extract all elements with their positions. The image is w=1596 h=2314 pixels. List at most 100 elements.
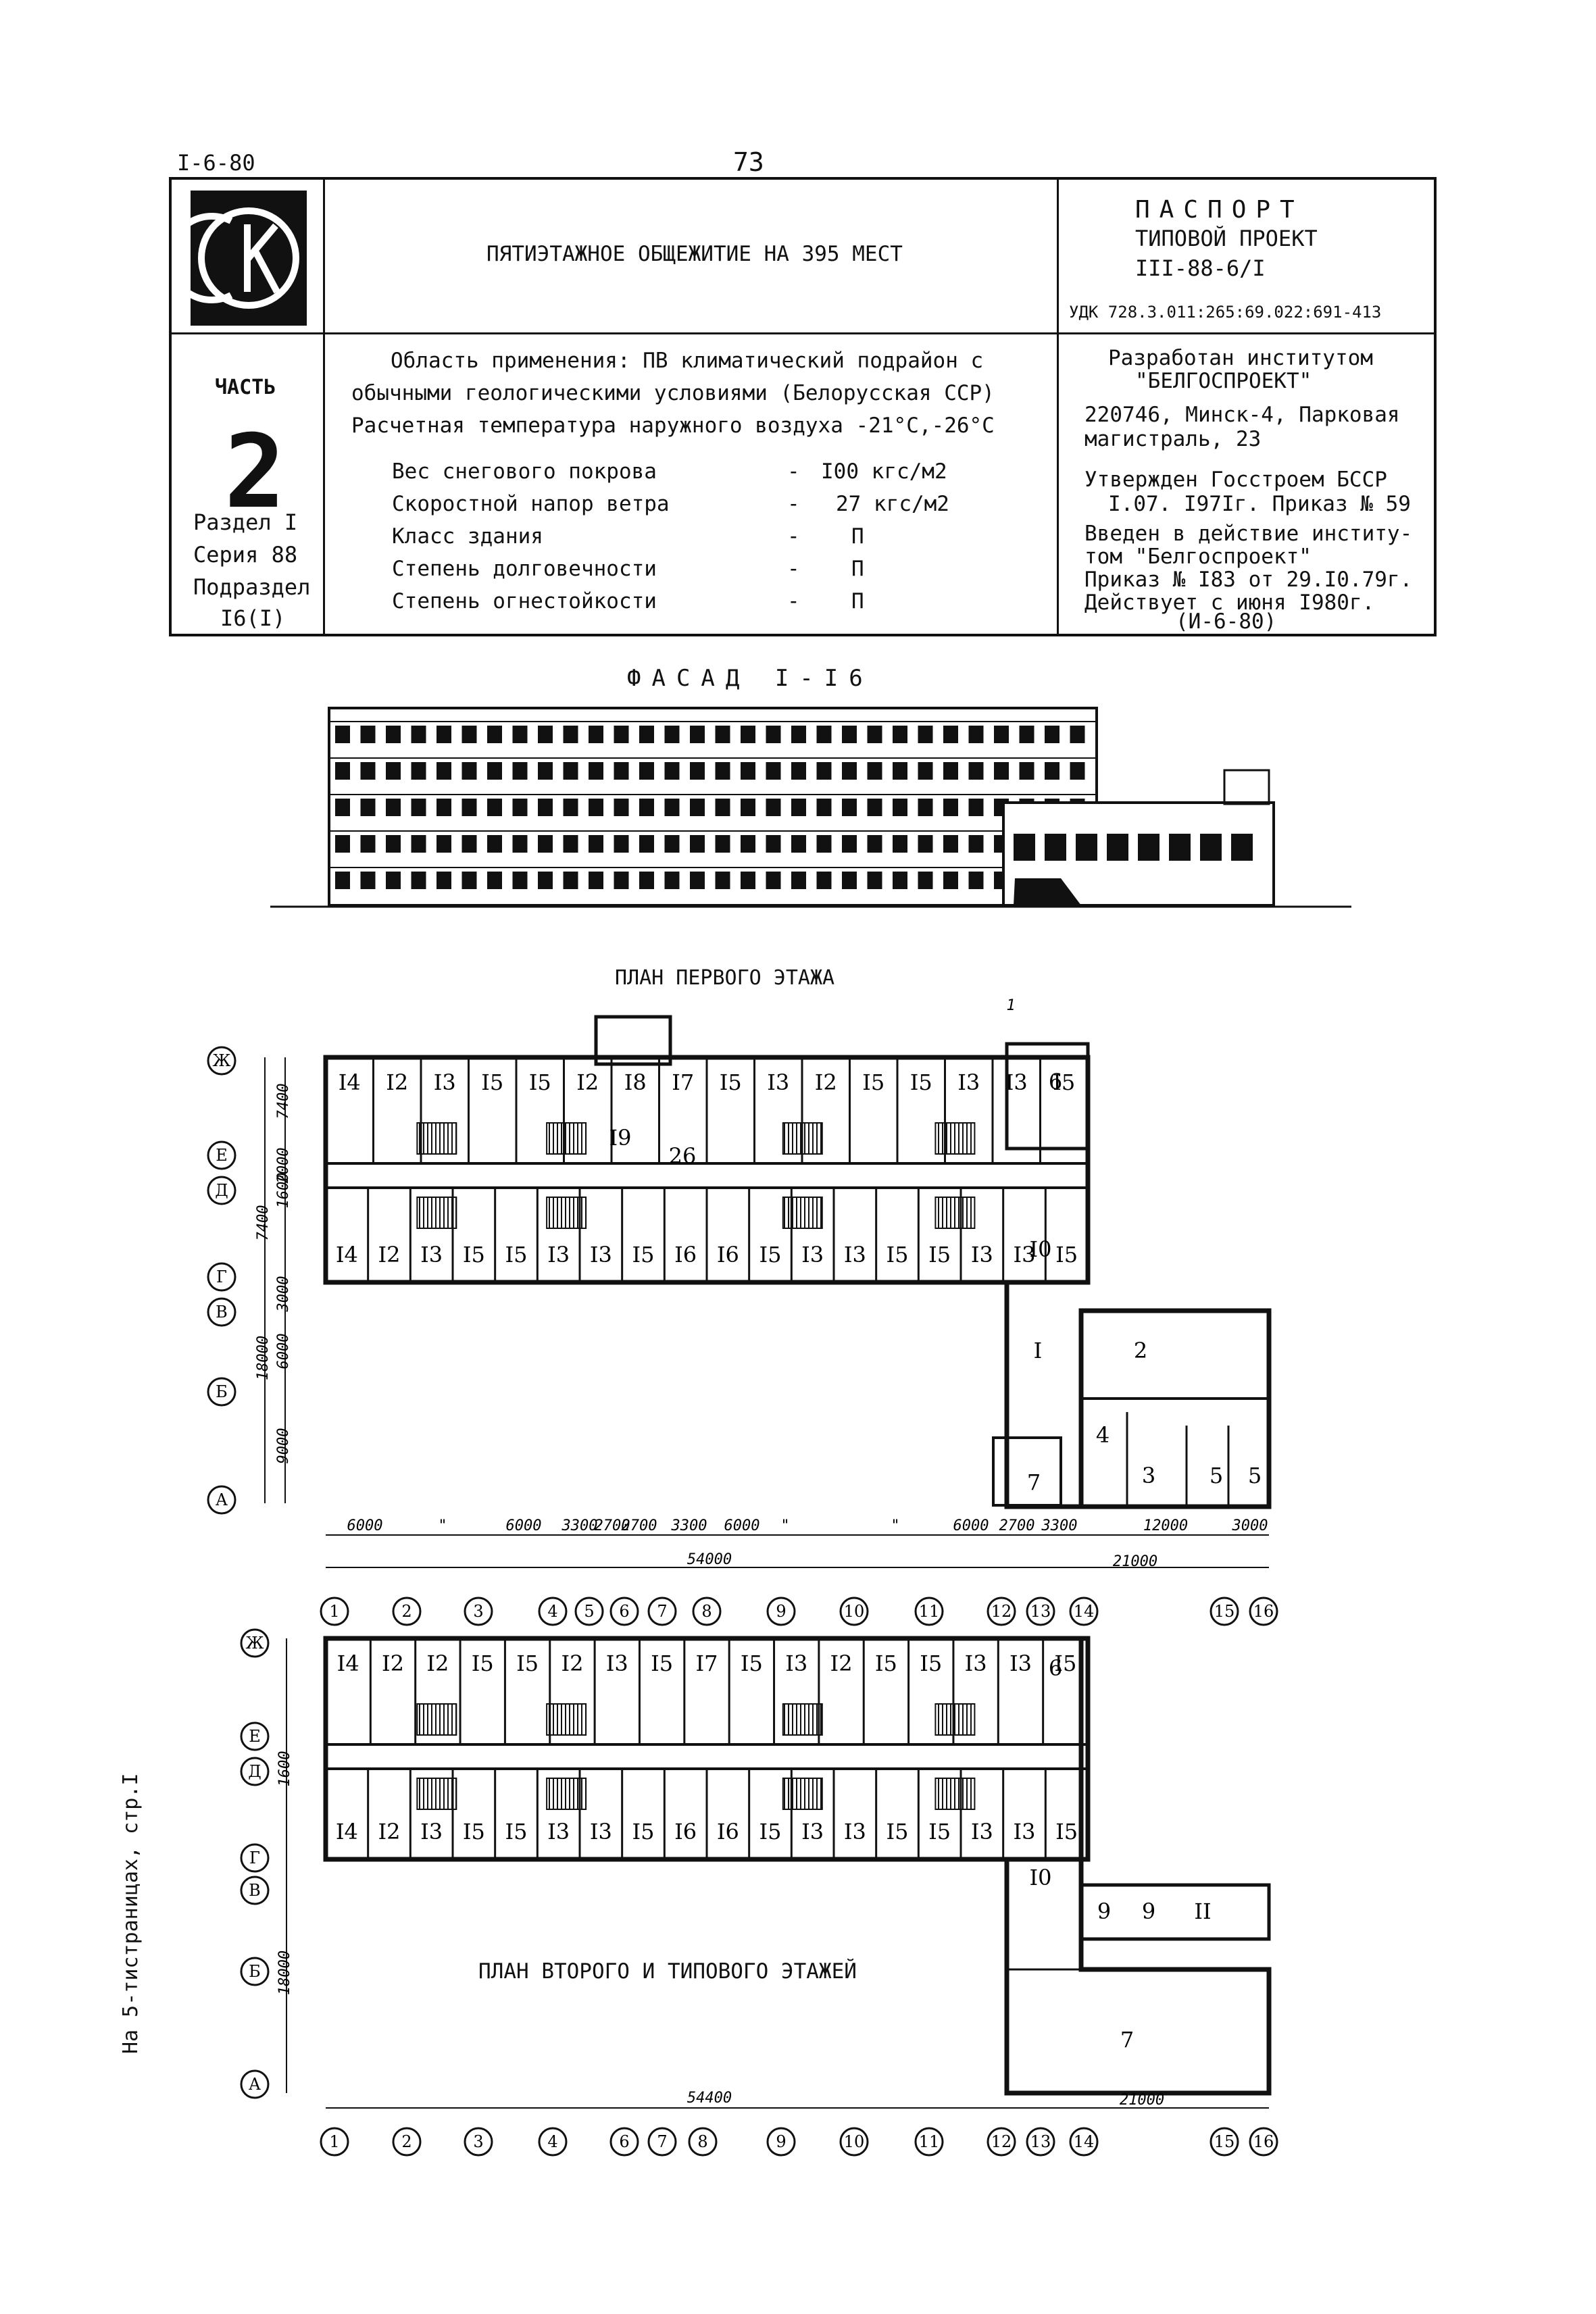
document-code: I-6-80 <box>177 150 255 176</box>
facade-window <box>791 835 806 853</box>
axis-bubble <box>207 1377 236 1407</box>
room-number: I3 <box>420 1819 443 1844</box>
room-number: I3 <box>844 1242 866 1267</box>
facade-window <box>918 762 933 780</box>
facade-window <box>994 762 1009 780</box>
facade-title: ФАСАД I-I6 <box>627 665 874 692</box>
facade-window <box>335 835 350 853</box>
axis-bubble <box>1210 1596 1239 1626</box>
facade-window <box>487 799 502 816</box>
facade-window <box>462 799 477 816</box>
facade-window <box>512 799 528 816</box>
dimension-value: 7400 <box>275 1084 292 1120</box>
room-number: I5 <box>1053 1070 1075 1095</box>
page-number: 73 <box>733 147 764 177</box>
facade-window <box>487 835 502 853</box>
room-number: I5 <box>1054 1651 1076 1676</box>
room-number: I2 <box>382 1651 404 1676</box>
room-number: 3 <box>1142 1463 1155 1488</box>
facade-window <box>791 872 806 889</box>
room-number: 9 <box>1097 1898 1111 1924</box>
dimension-value: 2700 <box>595 1517 630 1534</box>
facade-window <box>1045 762 1059 780</box>
facade-window <box>893 762 907 780</box>
axis-number: 13 <box>1030 1602 1051 1621</box>
room-number: I3 <box>971 1819 993 1844</box>
project-number: III-88-6/I <box>1135 255 1266 281</box>
facade-window <box>512 872 528 889</box>
passport-subtitle: ТИПОВОЙ ПРОЕКТ <box>1135 226 1318 251</box>
facade-window <box>842 762 857 780</box>
axis-bubble <box>839 2127 869 2157</box>
facade-window <box>437 872 451 889</box>
axis-number: 10 <box>844 2132 865 2151</box>
room-number: I2 <box>576 1070 599 1095</box>
sanitary-block <box>546 1703 587 1736</box>
dimension-value: 3300 <box>562 1517 598 1534</box>
facade-window <box>690 799 705 816</box>
developer-name: "БЕЛГОСПРОЕКТ" <box>1135 369 1312 393</box>
room-number: I3 <box>971 1242 993 1267</box>
facade-window <box>335 799 350 816</box>
sanitary-block <box>782 1197 823 1229</box>
axis-bubble <box>392 1596 422 1626</box>
stair-tower <box>594 1015 672 1066</box>
facade-window <box>690 726 705 743</box>
sanitary-block <box>416 1778 457 1810</box>
axis-letter: Е <box>249 1727 261 1746</box>
facade-window <box>589 799 603 816</box>
facade-window <box>741 726 755 743</box>
facade-window <box>386 835 401 853</box>
room-number: I0 <box>1030 1865 1052 1890</box>
param-value: П <box>851 557 864 581</box>
facade-window <box>842 726 857 743</box>
facade-window <box>690 872 705 889</box>
room-number: I3 <box>767 1070 789 1095</box>
axis-bubble <box>766 1596 796 1626</box>
facade-window <box>462 835 477 853</box>
facade-window <box>791 799 806 816</box>
facade-window <box>664 726 680 743</box>
room-number: 5 <box>1248 1463 1262 1488</box>
dimension-value: 7400 <box>255 1205 272 1241</box>
room-number: I3 <box>434 1070 456 1095</box>
room-number: I2 <box>378 1242 401 1267</box>
facade-window <box>816 799 832 816</box>
axis-letter: Ж <box>213 1051 231 1070</box>
axis-bubble <box>538 2127 568 2157</box>
facade-window <box>462 762 477 780</box>
facade-window <box>741 762 755 780</box>
axis-bubble <box>240 1757 270 1786</box>
axis-bubble <box>987 2127 1016 2157</box>
annex-window <box>1231 834 1253 861</box>
facade-window <box>893 835 907 853</box>
facade-window <box>715 799 730 816</box>
facade-window <box>766 872 781 889</box>
facade-window <box>614 835 629 853</box>
room-number: I5 <box>516 1651 539 1676</box>
room-number: I3 <box>785 1651 807 1676</box>
section-line: Раздел I <box>193 509 298 535</box>
axis-bubble <box>1249 2127 1278 2157</box>
plan-first-title: ПЛАН ПЕРВОГО ЭТАЖА <box>615 966 835 990</box>
room-number: I2 <box>386 1070 408 1095</box>
facade-window <box>360 726 376 743</box>
facade-window <box>690 762 705 780</box>
facade-window <box>1019 726 1034 743</box>
room-number: I5 <box>463 1242 485 1267</box>
facade-window <box>715 835 730 853</box>
room-number: I2 <box>426 1651 449 1676</box>
room-number: II <box>1194 1898 1211 1924</box>
room-number: I6 <box>717 1819 739 1844</box>
room-number: I3 <box>1009 1651 1032 1676</box>
axis-number: 13 <box>1030 2132 1051 2151</box>
axis-bubble <box>320 1596 349 1626</box>
dimension-value: 6000 <box>275 1334 292 1369</box>
room-number: I2 <box>378 1819 401 1844</box>
facade-window <box>563 835 578 853</box>
room-number: I5 <box>651 1651 673 1676</box>
sanitary-block <box>546 1778 587 1810</box>
side-note: На 5-тистраницах, стр.I <box>119 1773 143 2054</box>
ck-logo <box>191 191 307 326</box>
